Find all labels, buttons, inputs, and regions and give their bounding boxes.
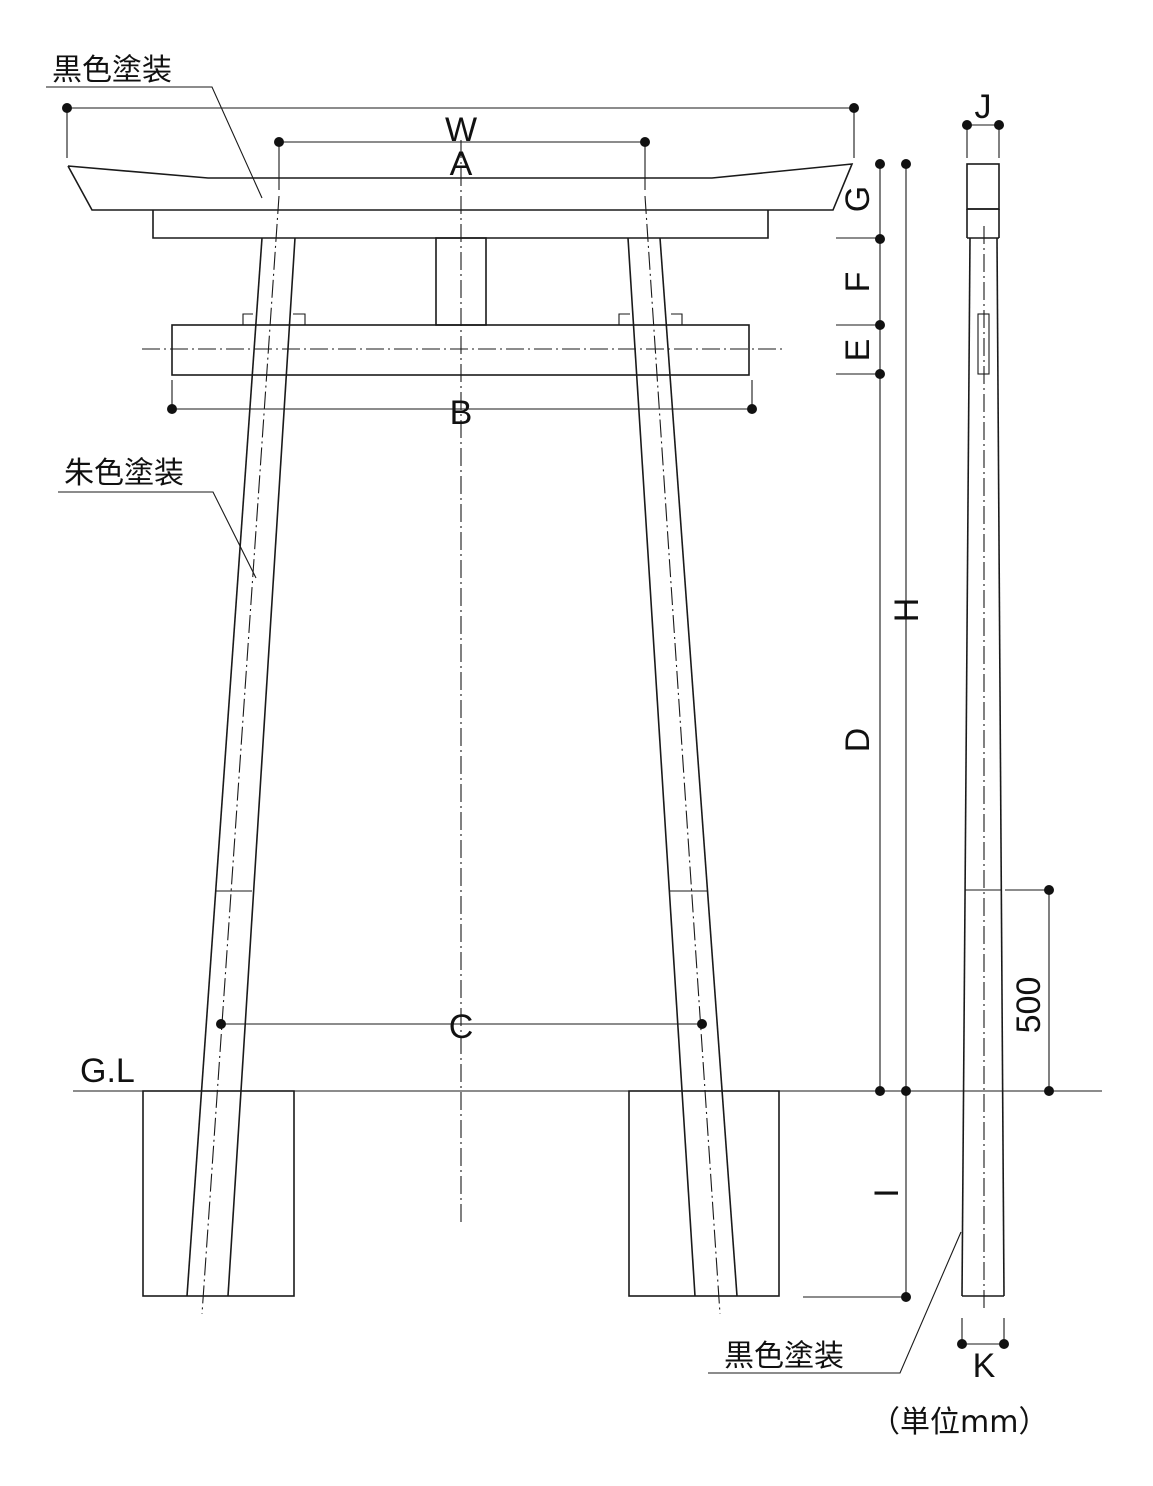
leader-top-note <box>46 86 263 199</box>
label-b: B <box>450 394 473 432</box>
dimension-chain-right <box>836 159 885 1096</box>
label-c: C <box>449 1008 474 1046</box>
label-d: D <box>839 728 877 753</box>
side-view-pillar <box>961 163 1005 1312</box>
right-footing <box>628 1090 780 1297</box>
label-500: 500 <box>1010 977 1048 1034</box>
label-gl: G.L <box>80 1052 135 1090</box>
nuki-tie-beam <box>142 313 786 376</box>
leader-base-note <box>708 1231 962 1374</box>
label-a: A <box>450 145 473 183</box>
label-k: K <box>973 1347 996 1385</box>
dimension-500 <box>1005 885 1054 1096</box>
leader-pillar-note <box>58 491 257 579</box>
dimension-h-i <box>803 159 911 1302</box>
label-base-note: 黒色塗装 <box>724 1339 844 1374</box>
label-i: I <box>868 1188 906 1197</box>
label-pillar-note: 朱色塗装 <box>64 456 184 491</box>
dimension-k <box>957 1318 1009 1349</box>
label-h: H <box>888 598 926 623</box>
dimension-c <box>216 1019 707 1029</box>
label-unit: （単位mm） <box>870 1405 1048 1440</box>
right-pillar <box>627 195 738 1315</box>
dimension-a <box>274 137 650 190</box>
label-e: E <box>839 339 877 362</box>
left-footing <box>142 1090 295 1297</box>
label-j: J <box>975 88 992 126</box>
label-w: W <box>445 111 477 149</box>
left-pillar <box>186 195 296 1315</box>
label-top-note: 黒色塗装 <box>52 53 172 88</box>
label-f: F <box>839 272 877 293</box>
label-g: G <box>839 186 877 212</box>
dimension-b <box>167 380 757 414</box>
dimension-w <box>62 103 859 158</box>
dimension-j <box>962 120 1004 158</box>
